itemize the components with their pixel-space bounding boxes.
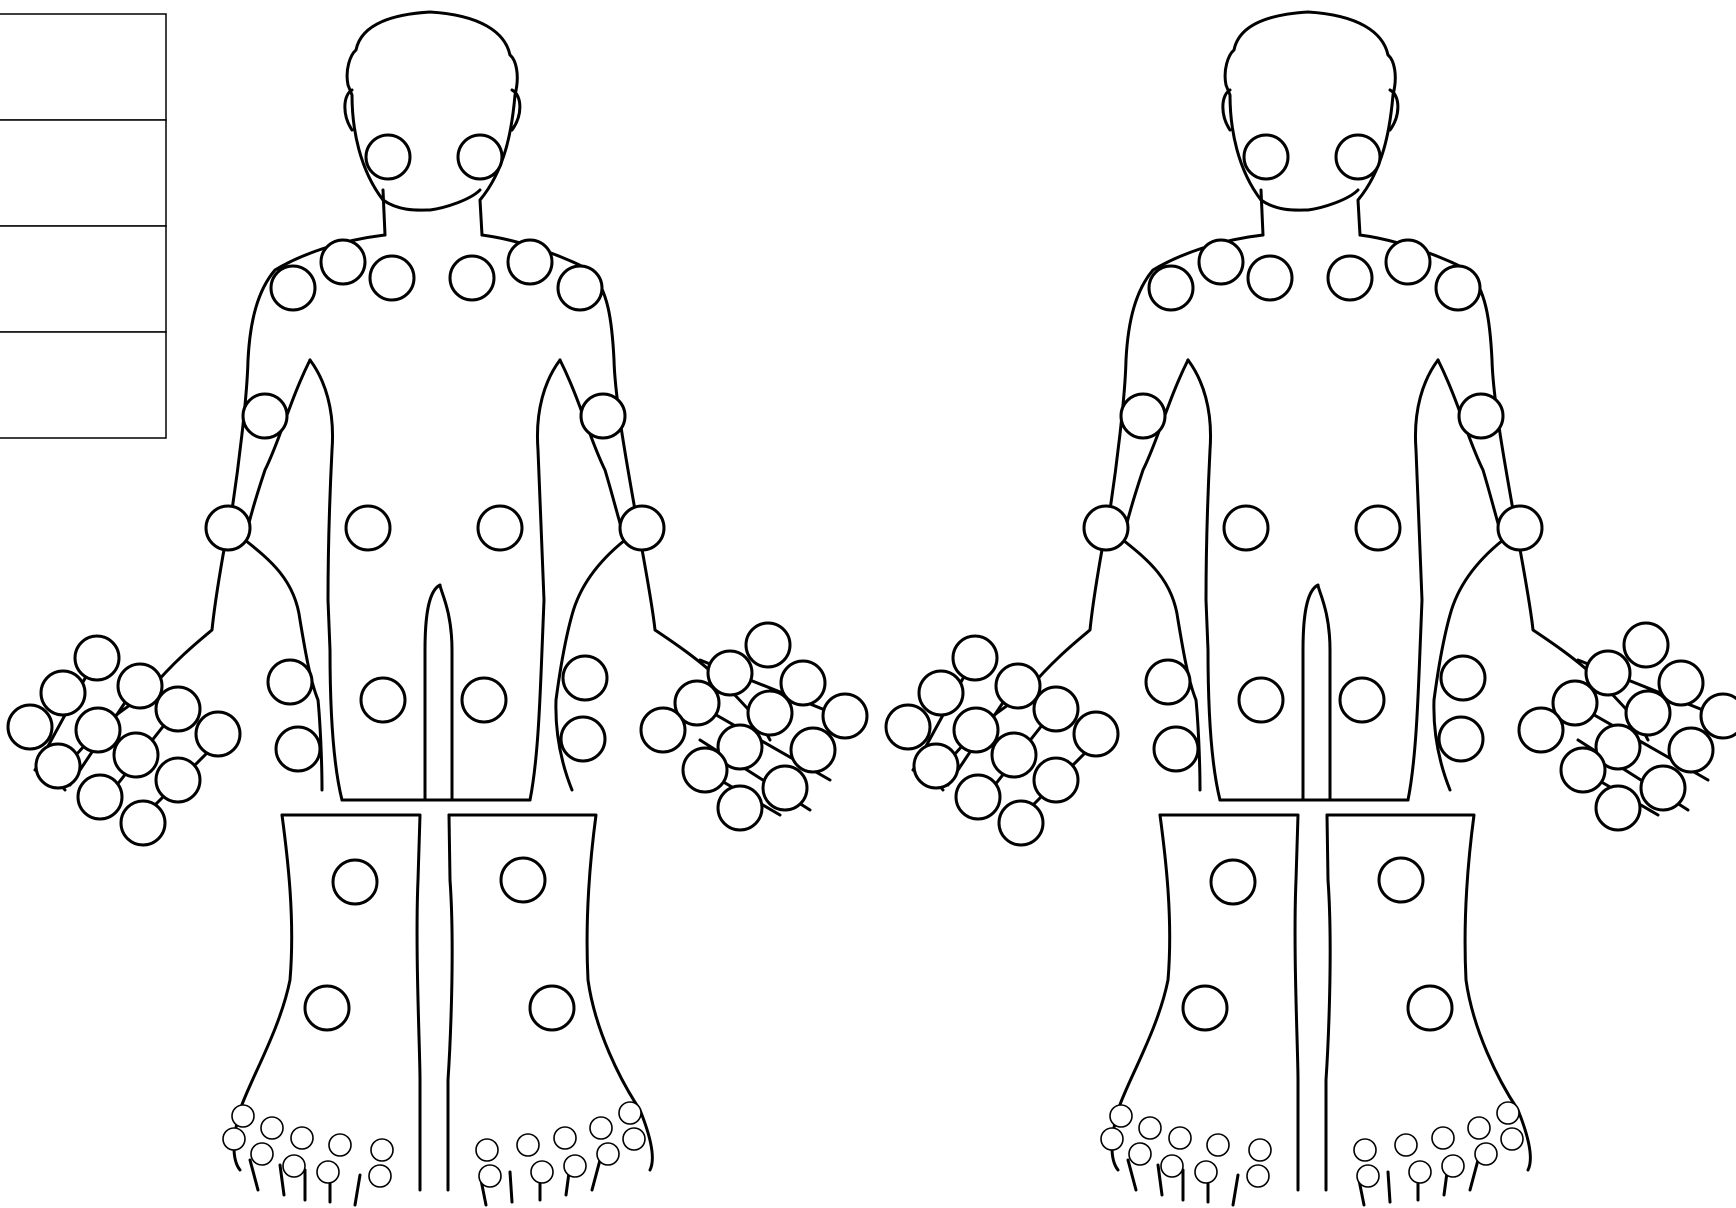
legend-row-1[interactable] (0, 14, 166, 120)
legend-row-3[interactable] (0, 226, 166, 332)
legend-row-4[interactable] (0, 332, 166, 438)
body-figure-right[interactable] (886, 12, 1736, 1205)
legend-row-2[interactable] (0, 120, 166, 226)
legend-box (0, 14, 166, 438)
figure-right-outline (886, 12, 1736, 1205)
